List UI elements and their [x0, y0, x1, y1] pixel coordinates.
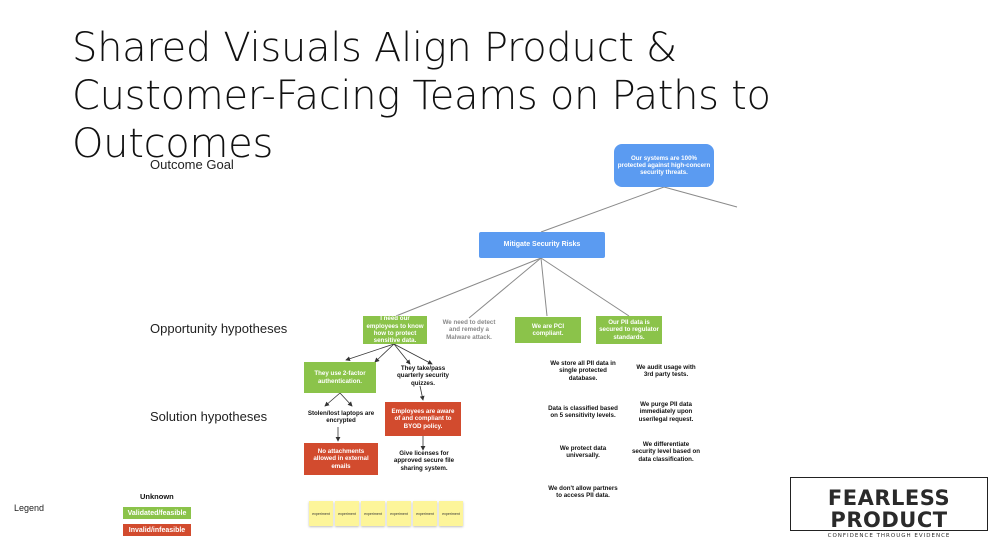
- solution-byod-policy: Employees are aware of and compliant to …: [385, 402, 461, 436]
- solution-encrypted-laptops: Stolen/lost laptops are encrypted: [307, 409, 375, 424]
- connector-mitigate-pci: [540, 257, 548, 317]
- experiment-sticky: experiment: [361, 501, 385, 526]
- arrow-train-quiz-b: [393, 343, 433, 365]
- arrow-2fa-laptops-b: [339, 392, 353, 407]
- pci-single-database: We store all PII data in single protecte…: [550, 360, 616, 382]
- arrow-train-2fa-b: [374, 343, 395, 363]
- arrow-train-2fa: [345, 343, 395, 362]
- legend-validated: Validated/feasible: [123, 507, 191, 519]
- opportunity-pci-compliant: We are PCI compliant.: [515, 317, 581, 343]
- solution-2fa: They use 2-factor authentication.: [304, 362, 376, 393]
- pci-no-partner-access: We don't allow partners to access PII da…: [548, 484, 618, 499]
- outcome-goal-node: Our systems are 100% protected against h…: [614, 144, 714, 187]
- connector-mitigate-train: [395, 257, 542, 317]
- mitigate-risks-node: Mitigate Security Risks: [479, 232, 605, 258]
- opportunity-hypotheses-label: Opportunity hypotheses: [150, 321, 288, 336]
- experiment-sticky: experiment: [309, 501, 333, 526]
- opportunity-malware: We need to detect and remedy a Malware a…: [442, 319, 496, 341]
- slide-title: Shared Visuals Align Product & Customer-…: [72, 25, 771, 167]
- connector-mitigate-malware: [468, 257, 542, 319]
- pii-purge-data: We purge PII data immediately upon user/…: [638, 401, 694, 423]
- solution-hypotheses-label: Solution hypotheses: [150, 409, 268, 424]
- experiment-sticky: experiment: [439, 501, 463, 526]
- legend-label: Legend: [14, 503, 45, 513]
- pii-audit-usage: We audit usage with 3rd party tests.: [636, 363, 696, 378]
- logo-wordmark: FEARLESS PRODUCT: [827, 486, 951, 532]
- outcome-goal-label: Outcome Goal: [150, 157, 234, 172]
- opportunity-pii-secured: Our PII data is secured to regulator sta…: [596, 316, 662, 344]
- experiment-sticky: experiment: [335, 501, 359, 526]
- solution-quarterly-quizzes: They take/pass quarterly security quizze…: [397, 365, 449, 387]
- arrow-quiz-byod: [419, 385, 425, 401]
- legend-invalid: Invalid/infeasible: [123, 524, 191, 536]
- pii-differentiate-security: We differentiate security level based on…: [631, 441, 701, 463]
- pci-sensitivity-levels: Data is classified based on 5 sensitivit…: [548, 404, 618, 419]
- arrow-train-quiz: [393, 343, 411, 365]
- connector-goal-mitigate: [540, 186, 665, 233]
- solution-no-attachments: No attachments allowed in external email…: [304, 443, 378, 475]
- experiment-sticky: experiment: [413, 501, 437, 526]
- opportunity-train-employees: I need our employees to know how to prot…: [363, 315, 427, 344]
- pci-protect-universally: We protect data universally.: [559, 444, 607, 459]
- fearless-product-logo: FEARLESS PRODUCT CONFIDENCE THROUGH EVID…: [790, 477, 988, 539]
- experiment-sticky: experiment: [387, 501, 411, 526]
- legend-unknown: Unknown: [140, 492, 174, 501]
- connector-mitigate-pii: [540, 257, 630, 317]
- arrow-2fa-laptops: [324, 392, 341, 407]
- solution-file-sharing-licenses: Give licenses for approved secure file s…: [393, 450, 455, 472]
- logo-tagline: CONFIDENCE THROUGH EVIDENCE: [827, 533, 951, 539]
- connector-goal-offscreen: [663, 186, 738, 208]
